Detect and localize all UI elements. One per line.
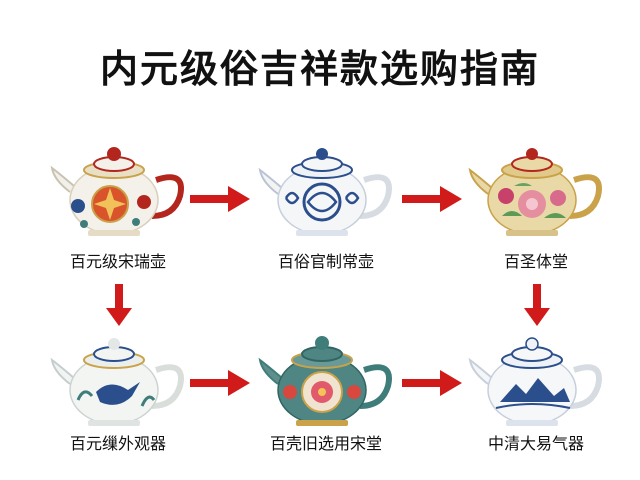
teapot-icon [468,337,602,426]
node-label: 百圣体堂 [503,252,568,271]
arrow-right-icon [402,370,462,396]
arrow-right-icon [190,370,250,396]
teapot-icon [50,147,184,236]
teapot-icon [50,338,184,426]
node-label: 百元级宋瑞壶 [69,252,166,271]
teapot-icon [258,148,392,236]
node-label: 百俗官制常壶 [277,252,374,271]
node-label: 中清大易气器 [487,434,584,453]
node-label: 百元缫外观器 [69,434,166,453]
arrow-down-icon [106,284,132,326]
arrow-down-icon [524,284,550,326]
arrow-right-icon [190,186,250,212]
teapot-icon [468,148,602,236]
teapot-icon [258,336,392,426]
arrow-right-icon [402,186,462,212]
node-label: 百壳旧选用宋堂 [269,434,382,453]
page-title: 内元级俗吉祥款选购指南 [99,47,540,91]
